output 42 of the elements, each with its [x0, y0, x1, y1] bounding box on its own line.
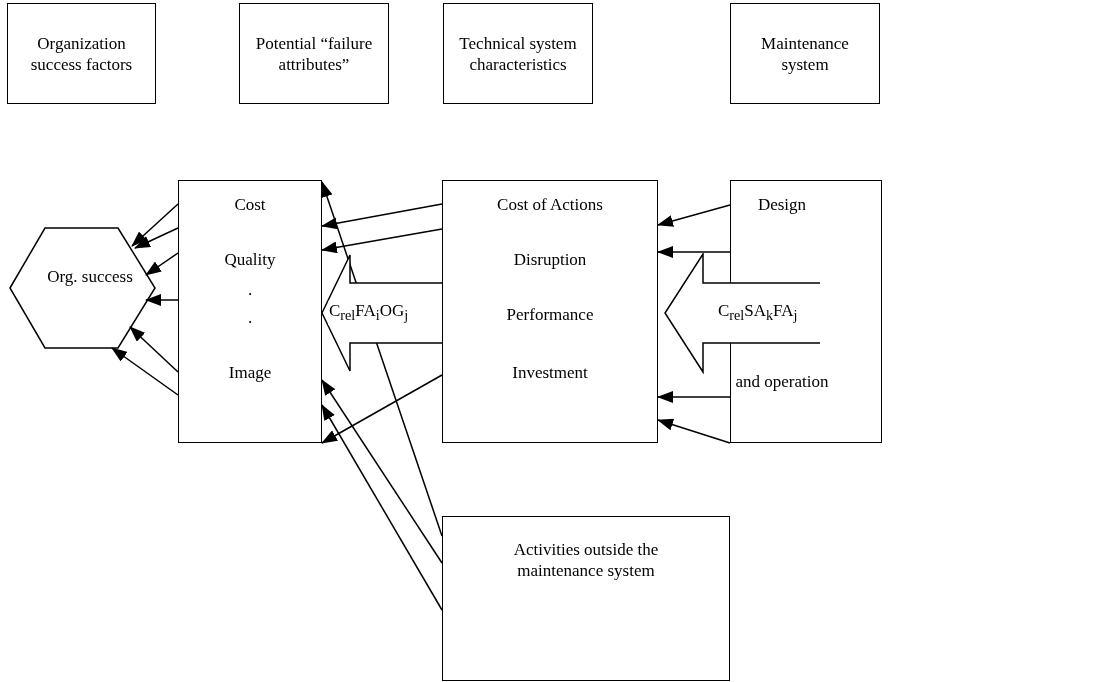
node-label: Performance	[505, 304, 595, 325]
arrow	[321, 404, 443, 611]
arrow	[131, 203, 179, 247]
node-label: Activities outside the maintenance system	[512, 539, 660, 581]
arrow	[145, 252, 179, 276]
node-label: Potential “failure attributes”	[254, 33, 374, 75]
block-arrow	[321, 254, 442, 372]
process-box	[239, 3, 389, 104]
node-label: Maintenance system	[761, 33, 849, 75]
arrow	[657, 204, 731, 227]
process-box	[443, 3, 593, 104]
arrow	[321, 374, 443, 444]
arrow	[321, 203, 443, 230]
arrow	[321, 228, 443, 254]
process-box	[442, 516, 730, 681]
edge-label: C$_{rel}$FA$_{i}$OG$_{j}$	[328, 301, 410, 326]
process-box	[7, 3, 156, 104]
arrow	[145, 294, 179, 306]
arrow	[129, 326, 179, 373]
arrow	[657, 418, 731, 444]
node-label: Cost of Actions	[496, 194, 604, 215]
block-arrow	[664, 253, 820, 373]
process-box	[178, 180, 322, 443]
process-box	[442, 180, 658, 443]
node-label: Cost	[233, 194, 267, 215]
node-label: Disruption	[512, 249, 588, 270]
node-label: Technical system characteristics	[458, 33, 578, 75]
arrow	[321, 379, 443, 564]
arrow	[111, 347, 179, 396]
node-label: Investment	[511, 362, 589, 383]
node-label: Design	[756, 194, 808, 215]
arrow	[657, 391, 731, 403]
node-label: Image	[227, 362, 273, 383]
node-label: .	[246, 307, 254, 328]
node-label: Quality	[223, 249, 277, 270]
node-label: .	[246, 279, 254, 300]
arrow	[657, 246, 731, 258]
node-label: Organization success factors	[29, 33, 134, 75]
node-label: Org. success	[46, 266, 134, 287]
arrow	[134, 227, 179, 249]
process-box	[730, 3, 880, 104]
node-label: and operation	[735, 371, 829, 392]
